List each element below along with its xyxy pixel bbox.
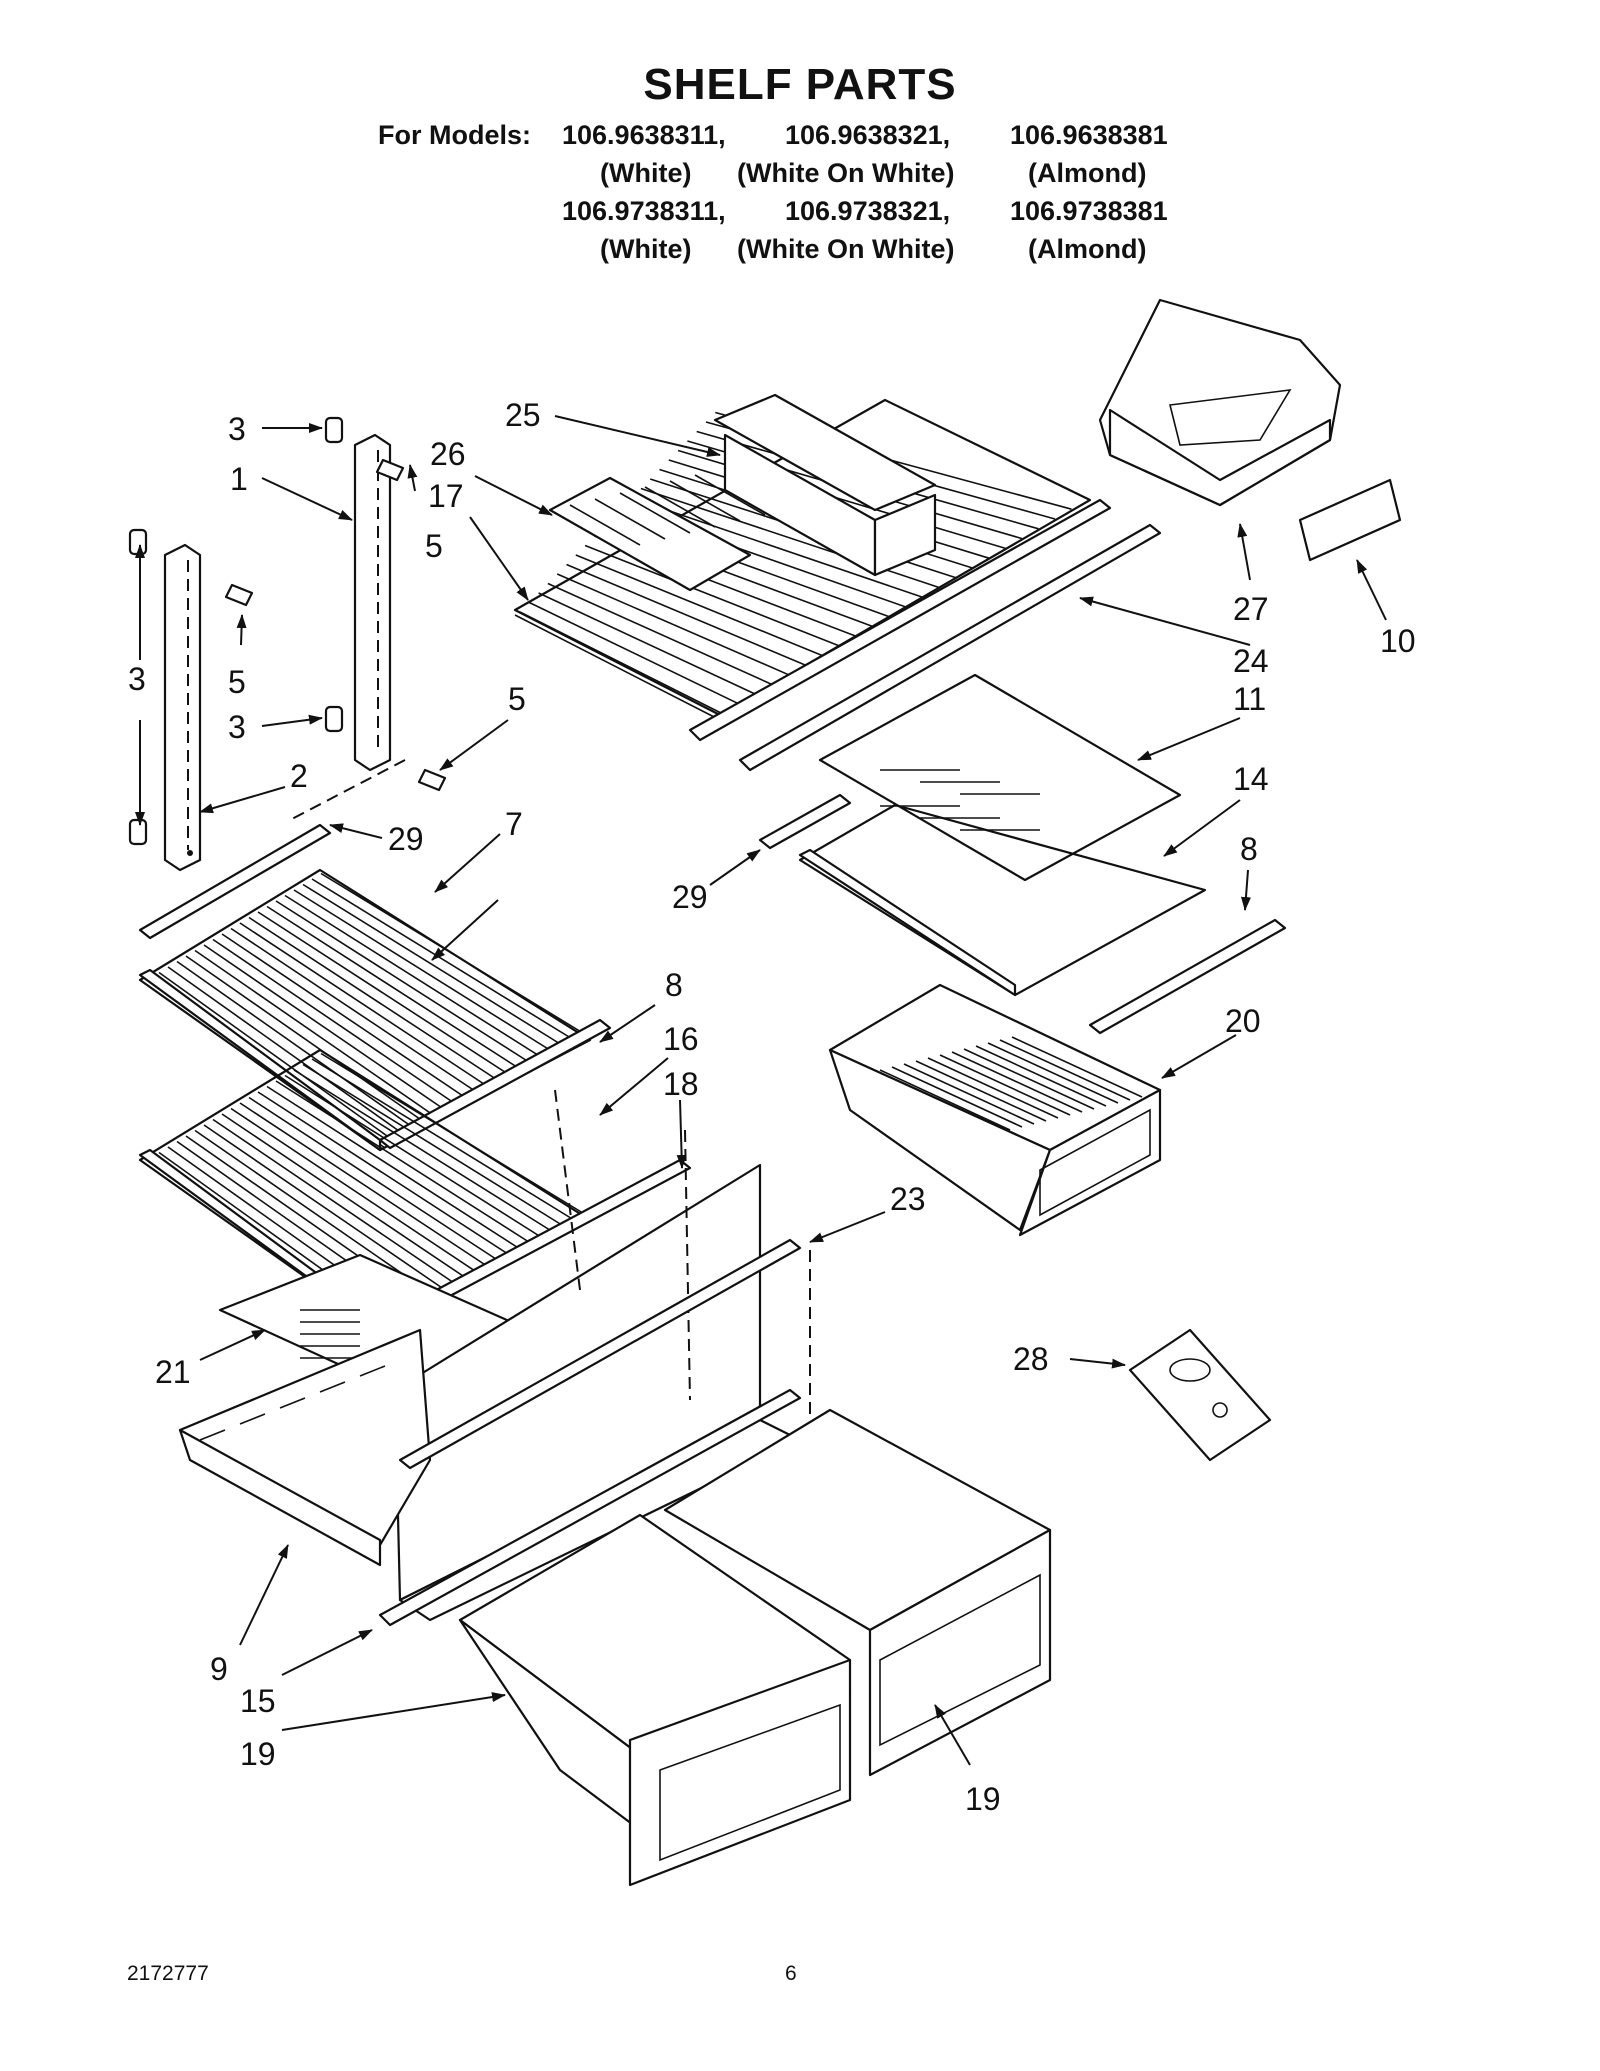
ice-bin [713,393,937,577]
model-color: (Almond) [1028,158,1147,188]
model-number: 106.9738381 [1010,196,1168,226]
callout-15: 15 [240,1683,276,1719]
callout-29: 29 [388,821,424,857]
model-color: (White) [600,234,692,264]
callout-23: 23 [890,1181,926,1217]
callout-29: 29 [672,879,708,915]
meat-pan-drawer [828,983,1162,1237]
callout-3: 3 [128,661,146,697]
callout-21: 21 [155,1354,191,1390]
freezer-shelf-rail [688,498,1162,772]
crisper-frame [178,1328,432,1567]
egg-tray [1128,1328,1272,1462]
callout-20: 20 [1225,1003,1261,1039]
wire-shelf-trim-upper [378,1018,612,1150]
leader-lines [135,415,1387,1766]
callout-5: 5 [508,681,526,717]
ice-cube-tray [548,474,766,592]
callout-19: 19 [965,1781,1001,1817]
model-number: 106.9738311, [562,196,726,226]
crisper-drawer-right [663,1408,1052,1777]
shelf-frame [798,803,1207,997]
callout-10: 10 [1380,623,1416,659]
callout-9: 9 [210,1651,228,1687]
screw [224,458,447,792]
model-color: (White On White) [737,158,955,188]
callout-8: 8 [665,967,683,1003]
glass-shelf [818,673,1182,882]
callout-25: 25 [505,397,541,433]
callout-28: 28 [1013,1341,1049,1377]
callout-17: 17 [428,478,464,514]
model-number: 106.9638311, [562,120,726,150]
shelf-support-rail-left [163,543,202,872]
callout-8: 8 [1240,831,1258,867]
model-number: 106.9638321, [785,120,951,150]
model-number: 106.9738321, [785,196,951,226]
freezer-basket [1098,298,1342,507]
callout-19: 19 [240,1736,276,1772]
callout-1: 1 [230,461,248,497]
callout-5: 5 [228,664,246,700]
callout-11: 11 [1233,681,1266,717]
model-number: 106.9638381 [1010,120,1168,150]
callout-7: 7 [505,806,523,842]
basket-clip [1298,478,1402,562]
model-color: (White) [600,158,692,188]
document-number: 2172777 [127,1962,209,1985]
callout-5: 5 [425,528,443,564]
callout-2: 2 [290,758,308,794]
callout-3: 3 [228,411,246,447]
alignment-line [289,759,406,821]
wire-shelf-upper [138,868,592,1152]
shelf-trim [758,793,1287,1035]
page-title: SHELF PARTS [643,60,957,109]
callout-labels: 3 1 3 3 5 5 5 2 29 7 25 26 17 24 27 10 1… [128,397,1416,1817]
callout-16: 16 [663,1021,699,1057]
shelf-support-rail-right [353,433,392,772]
callout-24: 24 [1233,643,1269,679]
callout-14: 14 [1233,761,1269,797]
callout-3: 3 [228,709,246,745]
page-number: 6 [785,1962,797,1985]
callout-18: 18 [663,1066,699,1102]
callout-27: 27 [1233,591,1269,627]
models-prefix: For Models: [378,120,531,150]
callout-26: 26 [430,436,466,472]
crisper-drawer-left [458,1513,852,1887]
crisper-rail [378,1238,802,1627]
model-color: (White On White) [737,234,955,264]
model-color: (Almond) [1028,234,1147,264]
